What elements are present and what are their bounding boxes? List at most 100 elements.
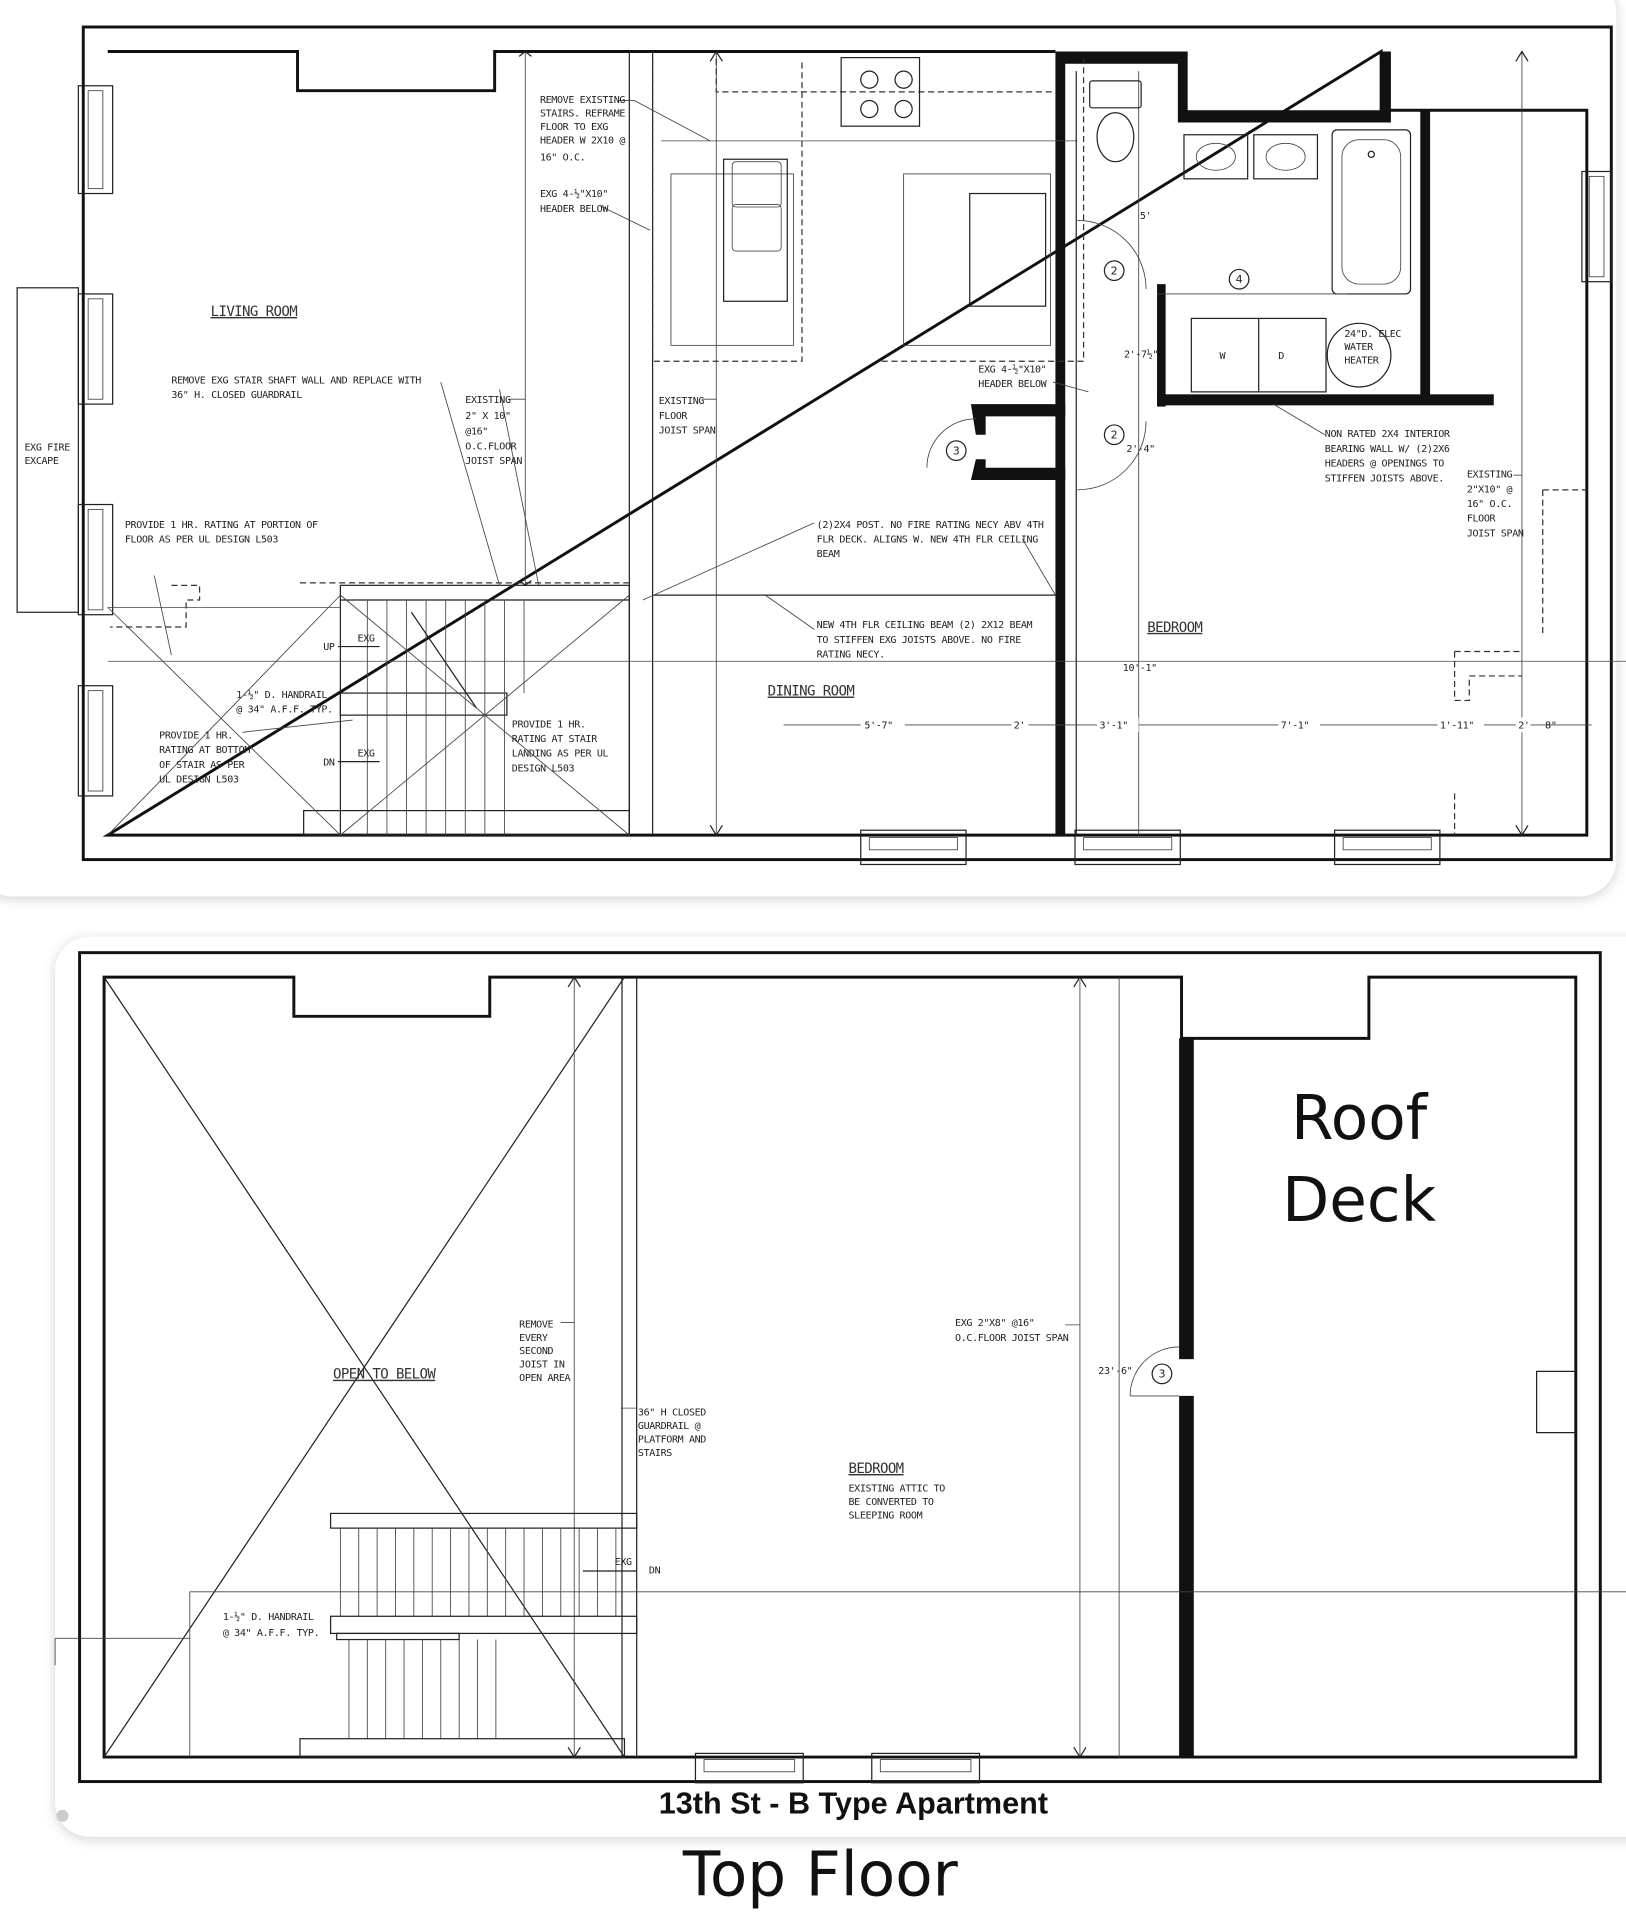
note-line: STAIRS. REFRAME xyxy=(540,108,625,119)
note-joist-1: EXISTING 2" X 10" @16" O.C.FLOOR JOIST S… xyxy=(465,395,522,467)
note-line: PROVIDE 1 HR. xyxy=(512,719,586,730)
note-bearing-wall: NON RATED 2X4 INTERIOR BEARING WALL W/ (… xyxy=(1325,429,1451,484)
stair xyxy=(107,582,630,836)
note-line: REMOVE EXISTING xyxy=(540,95,625,106)
fourth-floor-plan: 2 2 3 4 LIVING ROOM DINING ROOM BEDROOM … xyxy=(0,0,1626,897)
note-joist-2: EXISTING FLOOR JOIST SPAN xyxy=(659,396,716,436)
room-label-open-to-below: OPEN TO BELOW xyxy=(333,1367,436,1383)
note-line: 16" O.C. xyxy=(1467,499,1512,510)
note-handrail: 1-½" D. HANDRAIL @ 34" A.F.F. TYP. xyxy=(223,1611,320,1639)
note-rating-floor: PROVIDE 1 HR. RATING AT PORTION OF FLOOR… xyxy=(125,520,319,546)
note-line: HEADERS @ OPENINGS TO xyxy=(1325,459,1444,470)
note-line: EXG FIRE xyxy=(24,443,70,454)
bathroom-fixtures xyxy=(1077,80,1412,491)
roof-deck-label: Roof xyxy=(1291,1083,1429,1154)
note-shaft: REMOVE EXG STAIR SHAFT WALL AND REPLACE … xyxy=(171,375,421,401)
dimension-label: 8" xyxy=(1545,721,1556,732)
note-line: STIFFEN JOISTS ABOVE. xyxy=(1325,473,1444,484)
note-attic: EXISTING ATTIC TO BE CONVERTED TO SLEEPI… xyxy=(849,1483,946,1521)
stair-exg-label: EXG xyxy=(358,749,375,760)
note-line: 36" H CLOSED xyxy=(638,1407,706,1418)
note-line: GUARDRAIL @ xyxy=(638,1421,701,1432)
note-line: WATER xyxy=(1344,342,1374,353)
wall xyxy=(1420,110,1431,397)
note-line: 36" H. CLOSED GUARDRAIL xyxy=(171,390,302,401)
note-line: @ 34" A.F.F. TYP. xyxy=(223,1628,319,1639)
note-line: 2"X10" @ xyxy=(1467,484,1513,495)
note-handrail: 1-½" D. HANDRAIL @ 34" A.F.F. TYP. xyxy=(236,689,333,716)
note-line: LANDING AS PER UL xyxy=(512,749,609,760)
note-line: 2" X 10" xyxy=(465,411,510,422)
stair-exg-label: EXG xyxy=(615,1557,632,1568)
fire-escape xyxy=(16,287,79,613)
note-line: FLR DECK. ALIGNS W. NEW 4TH FLR CEILING xyxy=(817,534,1039,545)
room-label-bedroom: BEDROOM xyxy=(1147,620,1202,636)
roof-deck-label: Deck xyxy=(1282,1165,1436,1236)
dimension-label: 5' xyxy=(1140,211,1151,222)
note-line: @ 34" A.F.F. TYP. xyxy=(236,705,332,716)
stair-dn-label: DN xyxy=(323,757,335,768)
room-label-dining: DINING ROOM xyxy=(768,684,855,700)
note-line: PROVIDE 1 HR. xyxy=(159,730,233,741)
note-line: EXISTING xyxy=(1467,470,1513,481)
outer-wall xyxy=(78,951,1602,1784)
stair xyxy=(299,1512,638,1758)
closet-wall xyxy=(970,404,1066,481)
door-tag-label: 2 xyxy=(1111,264,1118,277)
note-water-heater: 24"D. ELEC WATER HEATER xyxy=(1344,329,1401,367)
dimension-label: 1'-11" xyxy=(1440,721,1474,732)
open-to-below-cross xyxy=(103,976,625,1758)
note-joist-3: EXISTING 2"X10" @ 16" O.C. FLOOR JOIST S… xyxy=(1467,470,1524,540)
note-line: SECOND xyxy=(519,1346,553,1357)
plan-subtitle: Top Floor xyxy=(682,1839,959,1910)
door-swing xyxy=(1129,1346,1180,1396)
wall xyxy=(1157,394,1494,406)
dryer-label: D xyxy=(1278,351,1284,362)
dimension-label: 23'-6" xyxy=(1098,1366,1132,1377)
top-floor-plan: OPEN TO BELOW REMOVE EVERY SECOND JOIST … xyxy=(54,936,1626,1837)
note-line: EXISTING xyxy=(465,395,511,406)
note-line: DESIGN L503 xyxy=(512,763,575,774)
note-line: PROVIDE 1 HR. RATING AT PORTION OF xyxy=(125,520,318,531)
room-label-bedroom: BEDROOM xyxy=(849,1461,904,1477)
note-rating-bottom: PROVIDE 1 HR. RATING AT BOTTOM OF STAIR … xyxy=(159,730,250,785)
dimension-label: 5'-7" xyxy=(864,721,892,732)
note-joist-remove: REMOVE EVERY SECOND JOIST IN OPEN AREA xyxy=(519,1319,571,1384)
door-tag xyxy=(945,440,967,462)
note-line: HEADER W 2X10 @ xyxy=(540,135,625,146)
note-line: HEADER BELOW xyxy=(540,204,609,215)
dimension-label: 2'-7½" xyxy=(1124,349,1158,361)
dimension-label: 2'-4" xyxy=(1126,444,1154,455)
note-header-1: EXG 4-½"X10" HEADER BELOW xyxy=(540,188,610,215)
roof-deck-wall xyxy=(1179,1038,1194,1360)
washer-label: W xyxy=(1220,351,1227,362)
dimensions: 5'-7" 2' 3'-1" 7'-1" 1'-11" 2' 8" 10'-1"… xyxy=(860,211,1557,733)
leader-lines xyxy=(560,1321,1080,1409)
note-beam: NEW 4TH FLR CEILING BEAM (2) 2X12 BEAM T… xyxy=(817,620,1033,660)
door-tag-label: 3 xyxy=(953,444,960,457)
dimension-label: 10'-1" xyxy=(1123,663,1157,674)
note-line: PLATFORM AND xyxy=(638,1434,706,1445)
dimension-label: 2' xyxy=(1014,721,1025,732)
room-label-living: LIVING ROOM xyxy=(211,304,298,320)
door-tag-label: 2 xyxy=(1111,428,1118,441)
note-header-2: EXG 4-½"X10" HEADER BELOW xyxy=(978,363,1048,390)
plan-title: 13th St - B Type Apartment xyxy=(659,1786,1048,1820)
note-line: HEADER BELOW xyxy=(978,379,1047,390)
door-tag xyxy=(1103,424,1125,446)
note-joist: EXG 2"X8" @16" O.C.FLOOR JOIST SPAN xyxy=(955,1318,1069,1344)
note-line: FLOOR xyxy=(1467,514,1497,525)
note-line: O.C.FLOOR JOIST SPAN xyxy=(955,1333,1069,1344)
note-line: OPEN AREA xyxy=(519,1373,570,1384)
note-line: (2)2X4 POST. NO FIRE RATING NECY ABV 4TH xyxy=(817,520,1044,531)
note-rating-landing: PROVIDE 1 HR. RATING AT STAIR LANDING AS… xyxy=(512,719,609,774)
leader-lines xyxy=(153,50,1592,837)
note-line: EXISTING ATTIC TO xyxy=(849,1483,946,1494)
door-tag-label: 4 xyxy=(1236,273,1243,286)
plan-card xyxy=(0,0,1617,897)
note-line: 16" O.C. xyxy=(540,152,585,163)
dimension-label: 7'-1" xyxy=(1281,721,1309,732)
stair-exg-label: EXG xyxy=(358,634,375,645)
dimension-label: 3'-1" xyxy=(1100,721,1128,732)
